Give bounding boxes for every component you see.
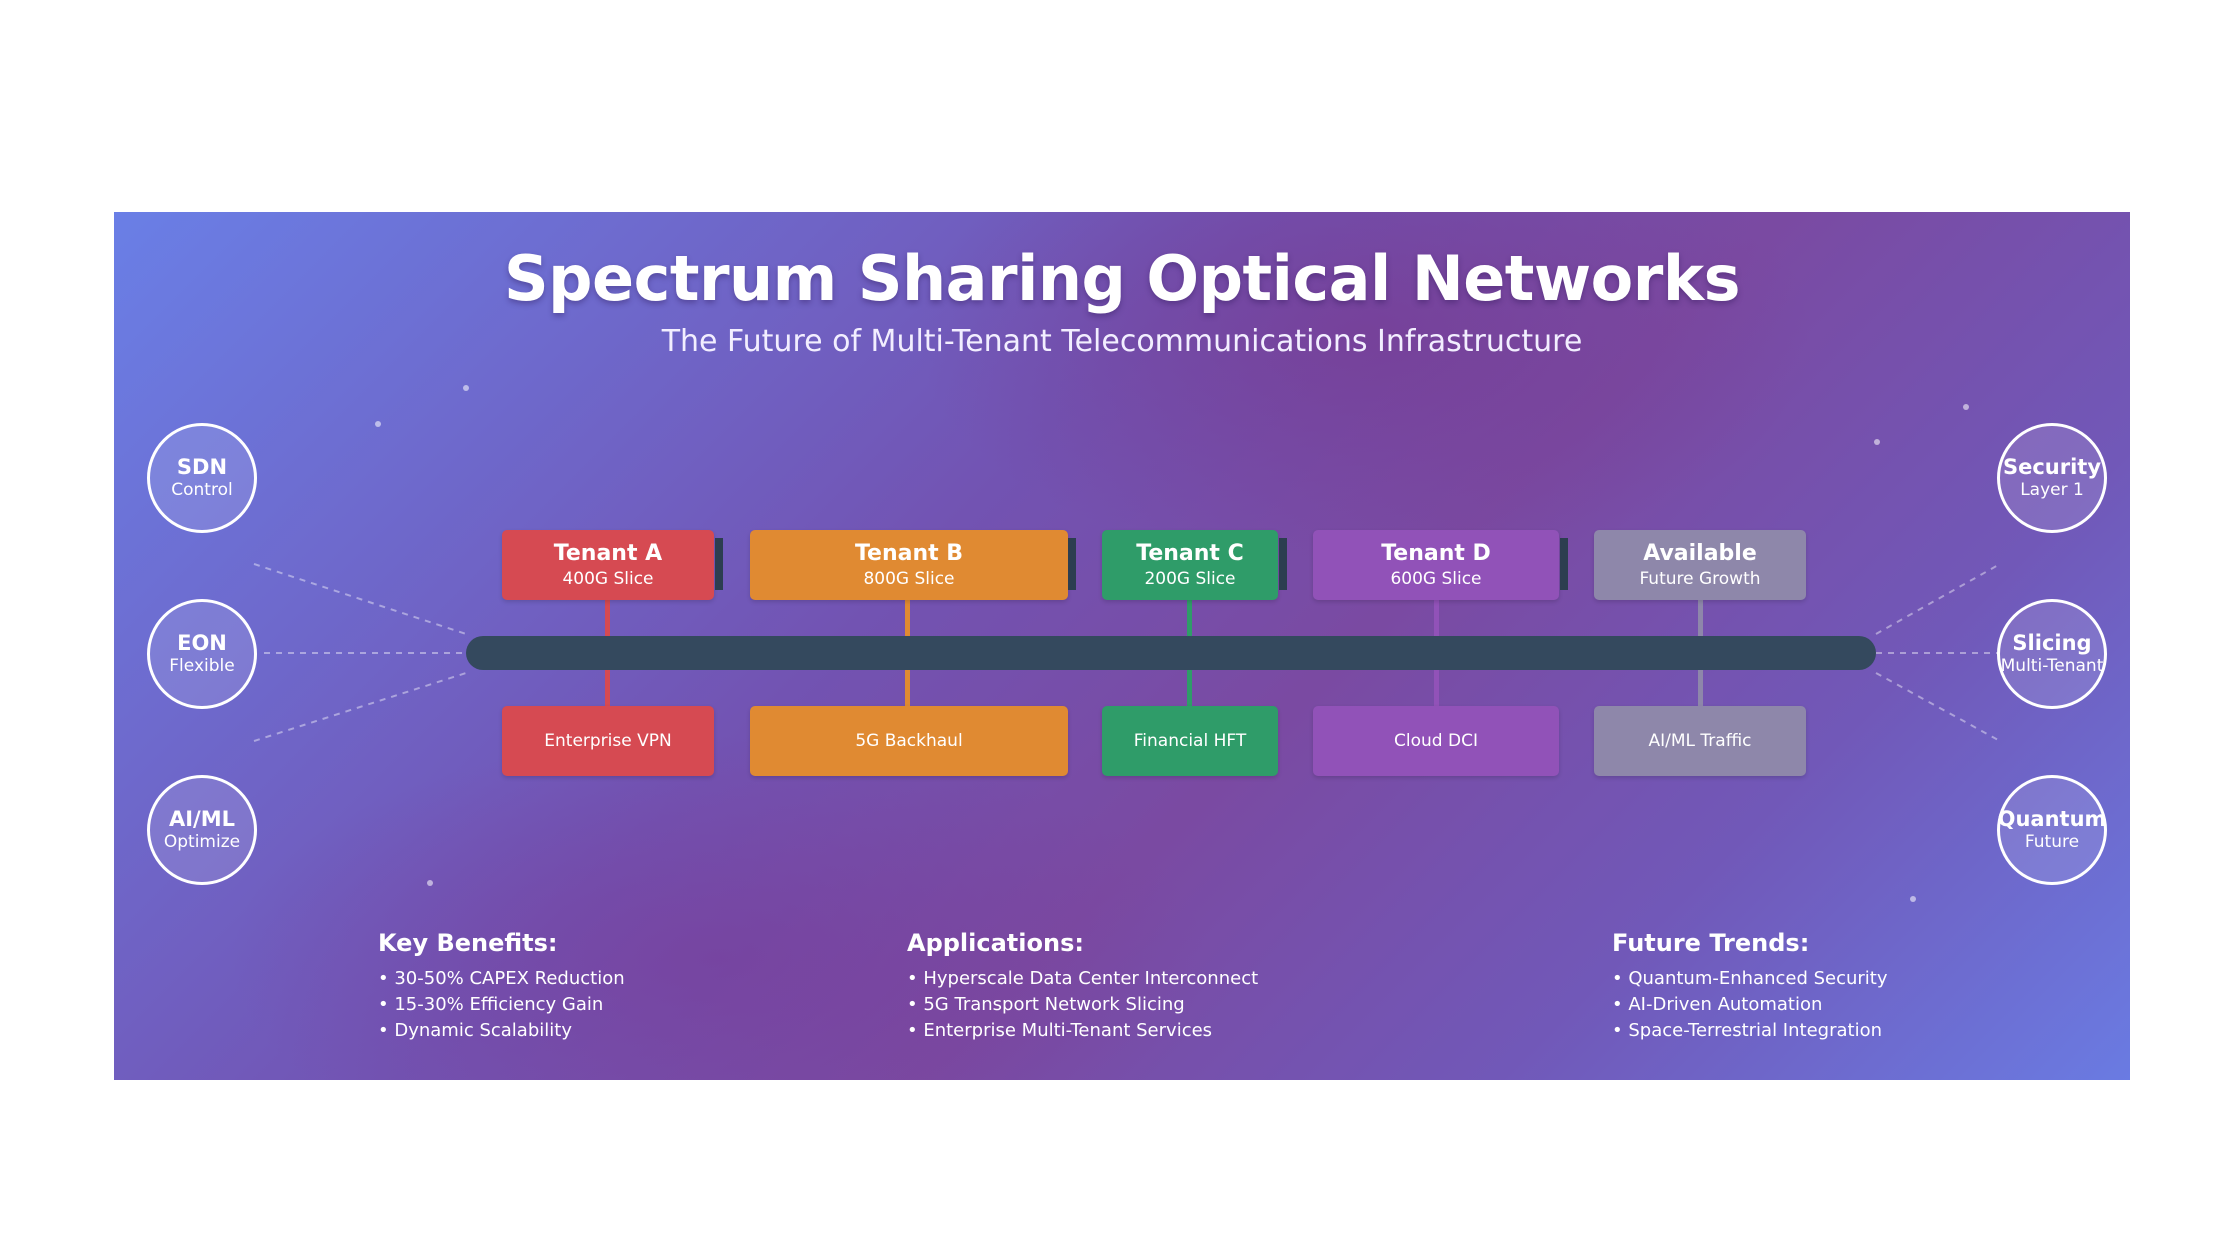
optical-fiber-bus — [466, 636, 1876, 670]
tenant-capacity: Future Growth — [1639, 569, 1761, 589]
list-item: Dynamic Scalability — [378, 1018, 625, 1044]
ray-quantum — [1875, 672, 2001, 742]
tenant-name: Tenant A — [553, 541, 663, 566]
tenant-a-application: Enterprise VPN — [502, 706, 714, 776]
slicing-multitenant-node: Slicing Multi-Tenant — [1997, 599, 2107, 709]
quantum-future-node: Quantum Future — [1997, 775, 2107, 885]
guard-band — [1560, 538, 1568, 590]
key-benefits-section: Key Benefits: 30-50% CAPEX Reduction 15-… — [378, 928, 625, 1044]
node-subtitle: Multi-Tenant — [2000, 656, 2104, 676]
ray-aiml — [253, 672, 467, 742]
section-list: Hyperscale Data Center Interconnect 5G T… — [907, 966, 1258, 1044]
node-subtitle: Optimize — [163, 832, 241, 852]
tenant-name: Tenant D — [1381, 541, 1491, 566]
tenant-name: Tenant B — [854, 541, 964, 566]
tenant-d-slice: Tenant D 600G Slice — [1313, 530, 1559, 600]
available-application: AI/ML Traffic — [1594, 706, 1806, 776]
security-layer1-node: Security Layer 1 — [1997, 423, 2107, 533]
tenant-a-slice: Tenant A 400G Slice — [502, 530, 714, 600]
node-title: EON — [177, 631, 227, 655]
diagram-panel: Spectrum Sharing Optical Networks The Fu… — [114, 212, 2130, 1080]
section-list: Quantum-Enhanced Security AI-Driven Auto… — [1612, 966, 1888, 1044]
connection-rays — [253, 563, 2001, 742]
list-item: AI-Driven Automation — [1612, 992, 1888, 1018]
list-item: 30-50% CAPEX Reduction — [378, 966, 624, 992]
tenant-b-application: 5G Backhaul — [750, 706, 1068, 776]
sparkle-dot — [463, 385, 469, 391]
node-subtitle: Flexible — [169, 656, 235, 676]
guard-band — [1279, 538, 1287, 590]
tenant-capacity: 200G Slice — [1144, 569, 1236, 589]
list-item: Space-Terrestrial Integration — [1612, 1018, 1888, 1044]
section-heading: Future Trends: — [1612, 929, 1810, 957]
node-title: SDN — [176, 455, 228, 479]
ray-sdn — [253, 563, 467, 635]
sparkle-dot — [375, 421, 381, 427]
tenant-capacity: 600G Slice — [1390, 569, 1482, 589]
ray-security — [1875, 563, 2001, 635]
section-heading: Key Benefits: — [378, 929, 558, 957]
sparkle-dot — [1874, 439, 1880, 445]
node-title: Slicing — [2012, 631, 2092, 655]
sparkle-dot — [1910, 896, 1916, 902]
node-title: AI/ML — [168, 807, 235, 831]
tenant-d-application: Cloud DCI — [1313, 706, 1559, 776]
node-title: Quantum — [1997, 807, 2107, 831]
tenant-b-slice: Tenant B 800G Slice — [750, 530, 1068, 600]
section-list: 30-50% CAPEX Reduction 15-30% Efficiency… — [378, 966, 625, 1044]
list-item: 5G Transport Network Slicing — [907, 992, 1258, 1018]
applications-section: Applications: Hyperscale Data Center Int… — [907, 928, 1258, 1044]
future-trends-section: Future Trends: Quantum-Enhanced Security… — [1612, 928, 1888, 1044]
available-slice: Available Future Growth — [1594, 530, 1806, 600]
tenant-name: Available — [1643, 541, 1757, 566]
aiml-optimize-node: AI/ML Optimize — [147, 775, 257, 885]
list-item: Enterprise Multi-Tenant Services — [907, 1018, 1258, 1044]
tenant-name: Tenant C — [1136, 541, 1244, 566]
tenant-capacity: 800G Slice — [863, 569, 955, 589]
sparkle-dot — [1963, 404, 1969, 410]
node-subtitle: Control — [171, 480, 233, 500]
page-title: Spectrum Sharing Optical Networks — [503, 242, 1741, 315]
list-item: Quantum-Enhanced Security — [1612, 966, 1887, 992]
tenant-c-application: Financial HFT — [1102, 706, 1278, 776]
node-subtitle: Future — [2024, 832, 2080, 852]
tenant-c-slice: Tenant C 200G Slice — [1102, 530, 1278, 600]
tenant-capacity: 400G Slice — [562, 569, 654, 589]
guard-band — [715, 538, 723, 590]
section-heading: Applications: — [907, 929, 1084, 957]
list-item: 15-30% Efficiency Gain — [378, 992, 625, 1018]
eon-flexible-node: EON Flexible — [147, 599, 257, 709]
node-title: Security — [2002, 455, 2102, 479]
node-subtitle: Layer 1 — [2020, 480, 2084, 500]
sparkle-dot — [427, 880, 433, 886]
page-subtitle: The Future of Multi-Tenant Telecommunica… — [661, 324, 1583, 359]
list-item: Hyperscale Data Center Interconnect — [907, 966, 1258, 992]
sdn-control-node: SDN Control — [147, 423, 257, 533]
guard-band — [1068, 538, 1076, 590]
